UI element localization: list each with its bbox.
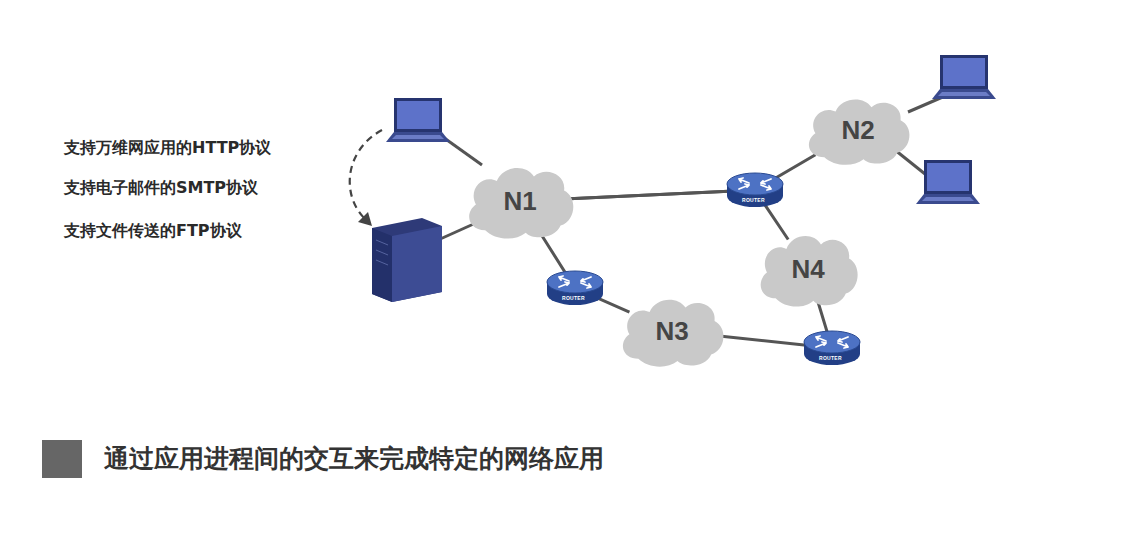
router-brand: ROUTER [562, 295, 585, 301]
router-brand: ROUTER [742, 197, 765, 203]
network-cloud: N1 [462, 160, 578, 242]
protocol-note: 支持文件传送的FTP协议 [64, 221, 242, 242]
network-link [539, 231, 630, 313]
network-cloud: N2 [802, 92, 914, 168]
network-name: N4 [791, 254, 824, 285]
network-name: N1 [503, 186, 536, 217]
bullet-caption: 通过应用进程间的交互来完成特定的网络应用 [104, 442, 604, 475]
network-link [564, 190, 788, 239]
protocol-note: 支持电子邮件的SMTP协议 [64, 178, 258, 199]
router-brand: ROUTER [819, 355, 842, 361]
network-name: N2 [841, 115, 874, 146]
network-cloud: N4 [754, 228, 862, 310]
network-cloud: N3 [616, 292, 728, 370]
protocol-note: 支持万维网应用的HTTP协议 [64, 138, 271, 159]
network-name: N3 [655, 316, 688, 347]
